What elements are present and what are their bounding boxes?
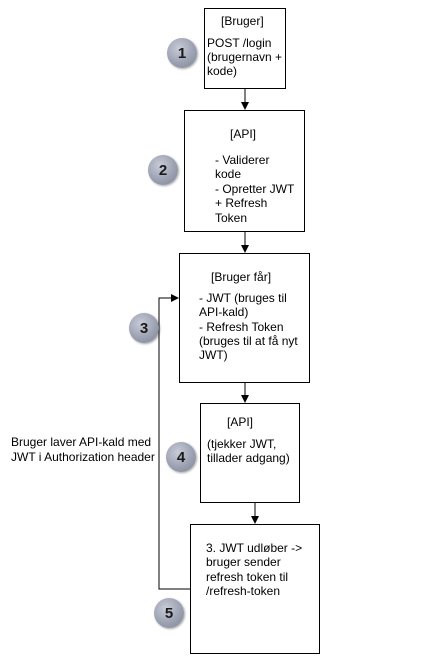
box-jwt-expired: 3. JWT udløber -> bruger sender refresh …	[190, 524, 320, 654]
box-text-line: Token	[215, 211, 248, 225]
box-user-login: [Bruger] POST /login (brugernavn + kode)	[204, 8, 286, 89]
box-api-validate: [API] - Validerer kode - Opretter JWT + …	[184, 110, 305, 232]
box-text-line: - Refresh Token	[199, 320, 284, 334]
box-title: [Bruger får]	[211, 270, 272, 284]
box-text-line: refresh token til	[206, 570, 289, 584]
box-text-line: kode	[215, 167, 242, 181]
box-text-line: - Opretter JWT	[215, 182, 295, 196]
box-title: [API]	[227, 415, 254, 429]
box-text-line: (tjekker JWT,	[207, 437, 277, 451]
step-badge-5: 5	[154, 598, 184, 628]
box-text-line: + Refresh	[215, 196, 268, 210]
box-text-line: API-kald)	[199, 305, 249, 319]
step-badge-4: 4	[166, 442, 196, 472]
box-text-line: POST /login	[207, 36, 272, 50]
box-text-line: - Validerer	[215, 153, 270, 167]
box-title: [Bruger]	[221, 14, 264, 28]
box-text-line: - JWT (bruges til	[199, 291, 287, 305]
box-text-line: bruger sender	[206, 555, 281, 569]
box-text-line: tillader adgang)	[207, 451, 290, 465]
box-title: [API]	[230, 127, 257, 141]
box-text-line: JWT)	[199, 348, 228, 362]
step-badge-1: 1	[167, 38, 197, 68]
box-text-line: (brugernavn +	[207, 50, 283, 64]
loop-label-line-1: Bruger laver API-kald med	[11, 435, 152, 449]
box-text-line: (bruges til at få nyt	[199, 334, 298, 348]
box-text-line: kode)	[207, 64, 238, 78]
loop-label-line-2: JWT i Authorization header	[11, 450, 155, 464]
box-text-line: /refresh-token	[206, 584, 281, 598]
box-api-check: [API] (tjekker JWT, tillader adgang)	[200, 403, 300, 503]
step-badge-2: 2	[148, 155, 178, 185]
step-badge-3: 3	[129, 313, 159, 343]
loop-back-arrow	[158, 294, 190, 590]
box-user-receives: [Bruger får] - JWT (bruges til API-kald)…	[179, 253, 310, 383]
box-text-line: 3. JWT udløber ->	[206, 541, 303, 555]
